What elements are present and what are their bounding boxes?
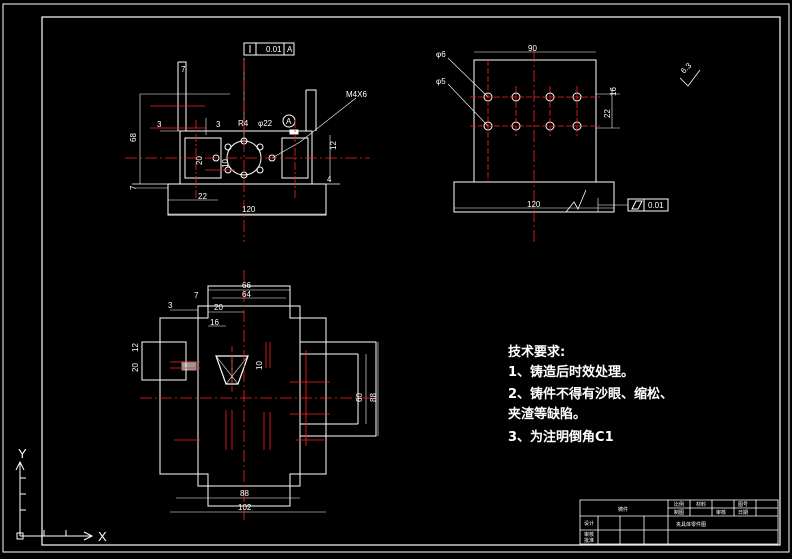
front-dim-4: 4 (327, 175, 332, 184)
tb-cell-6: 日期 (738, 510, 748, 516)
front-dim-68: 68 (129, 133, 138, 142)
side-dim-120: 120 (527, 200, 541, 209)
tech-item-2-cont: 夹渣等缺陷。 (508, 406, 586, 422)
side-center-lines (470, 50, 600, 244)
tb-row-3: 批准 (584, 537, 594, 544)
ucs-x-label: X (98, 529, 107, 544)
tb-cell-5: 审核 (716, 509, 726, 516)
side-holes (483, 92, 582, 131)
side-dim-16: 16 (609, 87, 618, 96)
top-dim-20b: 20 (131, 363, 140, 372)
front-body (179, 130, 313, 185)
front-tol-value: 0.01 (266, 45, 282, 54)
front-dim-22: 22 (198, 192, 207, 201)
outer-frame (2, 3, 790, 553)
top-dim-88: 88 (369, 393, 378, 402)
top-dimension-text: 66 64 7 3 20 16 12 20 10 60 88 88 102 (131, 281, 378, 512)
tech-item-3: 3、为注明倒角C1 (508, 429, 614, 445)
inner-frame (41, 16, 781, 546)
top-dim-66: 66 (242, 281, 251, 290)
front-dimension-text: 0.01 A A 7 68 3 3 R4 φ22 M4X6 20 10 12 7… (129, 45, 367, 214)
side-dim-90: 90 (528, 44, 537, 53)
front-dim-120: 120 (242, 205, 256, 214)
title-block[interactable] (579, 499, 779, 545)
front-dim-r4: R4 (238, 119, 249, 128)
tb-cell-1: 比例 (674, 501, 684, 508)
top-dim-88b: 88 (240, 489, 249, 498)
tb-cell-2: 材料 (696, 501, 706, 508)
top-view[interactable] (141, 285, 379, 513)
tb-cell-3: 图号 (738, 502, 748, 508)
front-dim-12: 12 (329, 141, 338, 150)
tech-requirements: 技术要求: 1、铸造后时效处理。 2、铸件不得有沙眼、缩松、 夹渣等缺陷。 3、… (508, 344, 673, 445)
title-block-text: 铸件 比例 材料 图号 制图 审核 日期 夹具体零件图 设计 审核 批准 (584, 501, 748, 544)
ucs-y-label: Y (18, 446, 27, 461)
front-dim-7b: 7 (129, 185, 138, 190)
front-dim-m4x6: M4X6 (346, 90, 367, 99)
top-dim-64: 64 (242, 290, 251, 299)
top-dim-102: 102 (238, 503, 252, 512)
tech-item-1: 1、铸造后时效处理。 (508, 364, 634, 380)
front-dim-3a: 3 (157, 120, 162, 129)
side-dim-phi6: φ6 (436, 50, 446, 59)
front-dim-3b: 3 (216, 120, 221, 129)
top-dim-12: 12 (131, 343, 140, 352)
top-dim-10: 10 (255, 361, 264, 370)
front-center-lines (125, 60, 370, 242)
side-view[interactable] (447, 51, 701, 213)
tb-row-2: 审核 (584, 531, 594, 538)
side-dimension-text: φ6 φ5 90 16 22 120 0.01 6.3 (436, 44, 694, 210)
top-dim-60: 60 (355, 393, 364, 402)
tech-title: 技术要求: (508, 344, 565, 360)
front-datum-mark: A (286, 117, 292, 126)
ucs-icon[interactable] (15, 460, 94, 541)
tb-cell-4: 制图 (674, 509, 684, 516)
front-dim-phi22: φ22 (258, 119, 273, 128)
side-roughness: 6.3 (679, 61, 694, 76)
top-dim-3: 3 (168, 301, 173, 310)
top-dim-7: 7 (194, 291, 199, 300)
top-dim-20: 20 (214, 303, 223, 312)
top-outline (159, 285, 327, 507)
front-tol-datum: A (287, 45, 293, 54)
side-body (473, 59, 597, 183)
side-dim-22: 22 (603, 109, 612, 118)
front-dim-7: 7 (181, 65, 186, 74)
side-dim-phi5: φ5 (436, 77, 446, 86)
tb-part-name: 铸件 (618, 506, 628, 513)
tech-item-2: 2、铸件不得有沙眼、缩松、 (508, 386, 673, 402)
side-tol-value: 0.01 (648, 201, 664, 210)
tb-drawing-name: 夹具体零件图 (676, 521, 706, 528)
top-center-lines (140, 270, 380, 520)
top-dim-16: 16 (210, 318, 219, 327)
front-dim-10: 10 (221, 159, 230, 168)
front-dim-20: 20 (195, 156, 204, 165)
tb-row-1: 设计 (584, 520, 594, 527)
